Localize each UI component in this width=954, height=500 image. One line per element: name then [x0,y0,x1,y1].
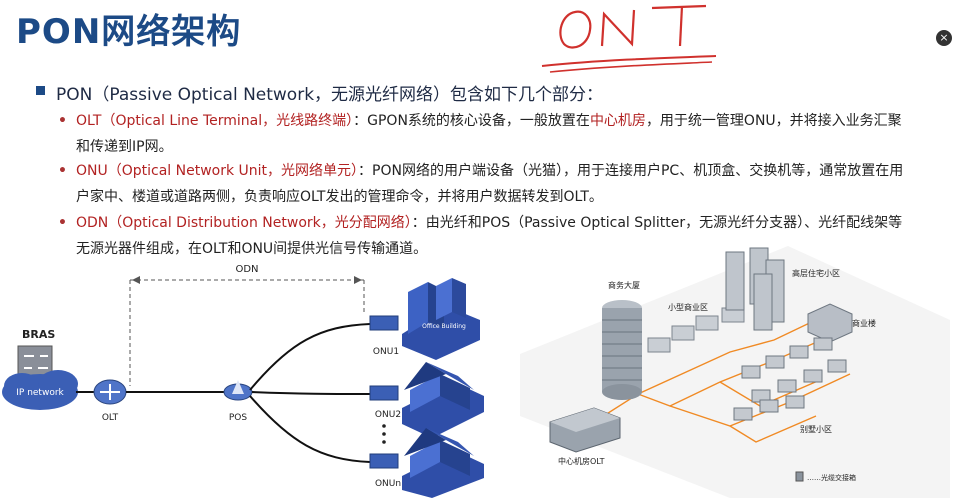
desc-olt-pre: ：GPON系统的核心设备，一般放置在 [353,113,590,129]
pon-topology-diagram: ODN BRAS IP network OLT POS ONU1 Office [2,264,484,498]
slide-title: PON网络架构 [16,12,242,52]
arrow-left-icon [132,276,140,284]
commercial-building-icon [807,303,853,343]
cross-connect-box-icon [795,471,804,482]
highrise-towers [725,247,785,331]
close-icon[interactable]: × [936,30,952,46]
legend-label: ……光缆交接箱 [807,473,856,482]
business-tower-icon [602,300,642,400]
central-office-label: 中心机房OLT [558,456,605,466]
olt-device-icon [93,379,127,405]
onu1-device-icon [369,315,399,331]
list-item-olt: • OLT（Optical Line Terminal，光线路终端）：GPON系… [58,108,906,160]
pos-label: POS [229,413,248,423]
term-onu: ONU（Optical Network Unit，光网络单元） [76,163,359,179]
arrow-right-icon [354,276,362,284]
olt-label: OLT [102,413,119,423]
villa-houses [733,337,847,421]
central-office-icon [549,407,621,453]
city-fiber-map: 商务大厦 小型商业区 高层住宅小区 商业楼 别墅小 [520,246,950,498]
bullet-dot-icon: • [58,215,67,231]
ip-network-cloud-icon [2,370,78,410]
highrise-label: 高层住宅小区 [792,268,840,278]
desc-olt-post: ，用于统一管理ONU，并将接入业务汇聚和传递到IP网。 [76,113,902,155]
commercial-building-label: 商业楼 [852,318,876,328]
desc-olt-highlight: 中心机房 [589,113,646,129]
pos-splitter-icon [223,380,253,401]
list-item-onu: • ONU（Optical Network Unit，光网络单元）：PON网络的… [58,158,906,210]
onun-device-icon [369,453,399,469]
desc-onu: ：PON网络的用户端设备（光猫），用于连接用户PC、机顶盒、交换机等，通常放置在… [76,163,904,205]
office-sign-label: Office Building [422,323,466,330]
term-odn: ODN（Optical Distribution Network，光分配网络） [76,215,412,231]
handwritten-annotation [541,4,717,73]
bras-label: BRAS [22,328,55,341]
bullet-square-icon [36,86,45,95]
small-commercial-buildings [647,307,745,353]
house-icon [402,428,484,498]
bullet-dot-icon: • [58,163,67,179]
house-icon [402,362,484,438]
onu2-label: ONU2 [375,410,401,420]
onu1-label: ONU1 [373,347,399,357]
bullet-dot-icon: • [58,113,67,129]
villa-label: 别墅小区 [800,424,832,434]
onun-label: ONUn [375,479,401,489]
desc-odn: ：由光纤和POS（Passive Optical Splitter，无源光纤分支… [76,215,903,257]
office-building-icon [402,278,480,360]
ip-network-label: IP network [16,388,64,398]
intro-bullet: PON（Passive Optical Network，无源光纤网络）包含如下几… [36,80,604,105]
business-tower-label: 商务大厦 [608,280,640,290]
ground-plane [520,246,950,498]
onu2-device-icon [369,385,399,401]
small-commercial-label: 小型商业区 [668,302,708,312]
more-onus-ellipsis [382,424,386,444]
term-olt: OLT（Optical Line Terminal，光线路终端） [76,113,354,129]
odn-label: ODN [235,264,258,275]
intro-text: PON（Passive Optical Network，无源光纤网络）包含如下几… [56,85,604,105]
list-item-odn: • ODN（Optical Distribution Network，光分配网络… [58,210,906,262]
